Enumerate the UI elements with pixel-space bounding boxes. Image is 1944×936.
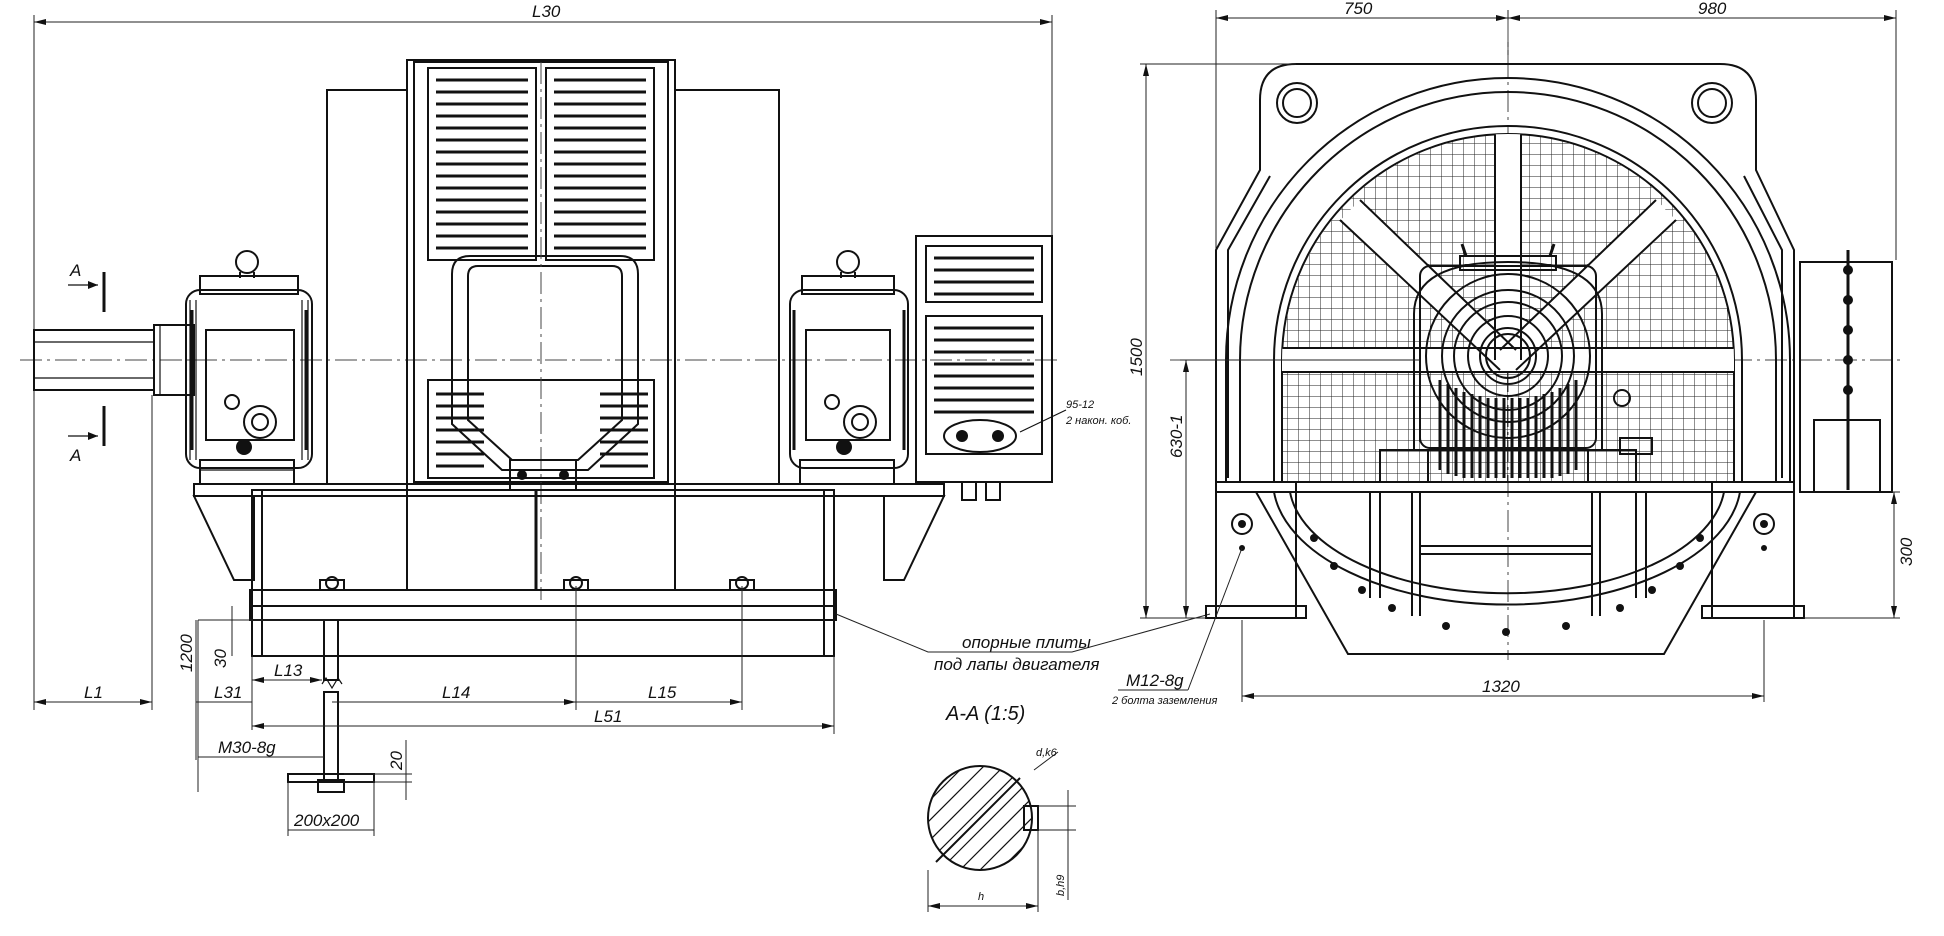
width-right-label: 980 [1698, 0, 1727, 18]
section-a-a: A-A (1:5) d,k6 b,h9 h [927, 703, 1076, 912]
overall-length-label: L30 [532, 2, 561, 21]
terminal-note-size: 95-12 [1066, 399, 1094, 411]
side-view: 750 980 [1111, 0, 1916, 707]
terminal-box: 95-12 2 након. коб. [915, 235, 1131, 501]
bolt-thread-label: M30-8g [218, 738, 276, 757]
front-dimensions: L1 L31 L13 L14 L15 L51 1200 [34, 395, 835, 836]
dim-l15-label: L15 [648, 683, 677, 702]
width-left-label: 750 [1344, 0, 1373, 18]
bolt-gap-label: 20 [387, 751, 406, 771]
dim-plate-label: 30 [211, 649, 230, 668]
axis-height-label: 630-1 [1167, 415, 1186, 458]
section-mark-bottom: A [69, 446, 81, 465]
anchor-bolt [287, 619, 375, 793]
shaft [33, 324, 195, 396]
dim-l13-label: L13 [274, 661, 303, 680]
section-key-height-label: h [978, 891, 984, 903]
central-casing [406, 59, 676, 600]
right-stator-panel [674, 89, 780, 485]
frame-feet [192, 483, 946, 657]
section-mark: A A [68, 261, 106, 465]
dim-l1-label: L1 [84, 683, 103, 702]
callout-line-1: опорные плиты [962, 633, 1091, 652]
dim-l14-label: L14 [442, 683, 470, 702]
terminal-note-cables: 2 након. коб. [1065, 415, 1131, 427]
right-bearing-housing [789, 250, 909, 485]
left-bearing-housing [185, 250, 313, 485]
left-stator-panel [326, 89, 408, 485]
front-view: L30 A A [20, 2, 1131, 836]
section-diameter-label: d,k6 [1036, 747, 1058, 759]
dim-l31-label: L31 [214, 683, 242, 702]
ground-bolt-note-label: 2 болта заземления [1111, 695, 1218, 707]
callout-line-2: под лапы двигателя [934, 655, 1099, 674]
dim-l51-label: L51 [594, 707, 622, 726]
height-total-label: 1500 [1127, 338, 1146, 376]
side-bearing-assembly [1379, 243, 1653, 483]
section-title: A-A (1:5) [945, 703, 1025, 725]
foot-span-label: 1320 [1482, 677, 1520, 696]
base-plate-label: 200x200 [293, 811, 360, 830]
section-mark-top: A [69, 261, 81, 280]
support-plate-callout: опорные плиты под лапы двигателя [835, 613, 1211, 674]
foot-height-label: 300 [1897, 537, 1916, 566]
section-key-width-label: b,h9 [1055, 875, 1067, 896]
dimension-overall-length: L30 [33, 2, 1053, 710]
ground-bolt-thread-label: M12-8g [1126, 671, 1184, 690]
dim-height-label: 1200 [177, 634, 196, 672]
